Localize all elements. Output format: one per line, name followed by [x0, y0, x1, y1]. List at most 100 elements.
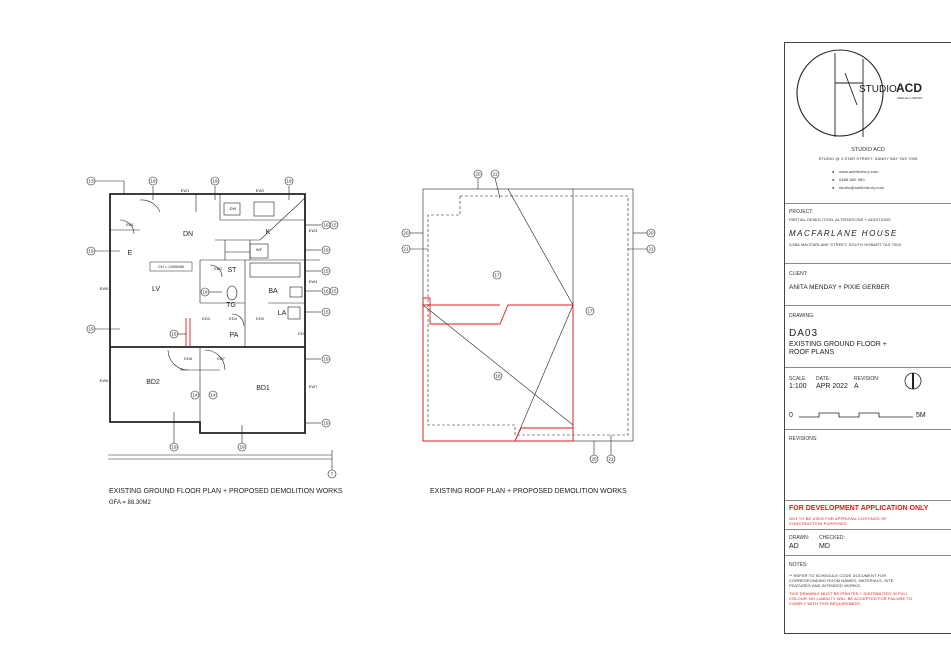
svg-text:ED4: ED4: [229, 316, 238, 321]
date-label: DATE:: [816, 376, 831, 382]
roof-ridge-lines: [422, 188, 574, 442]
drawing-number: DA03: [789, 328, 819, 339]
drawn-label: DRAWN:: [789, 535, 810, 541]
phone-number: 0488 660 960: [839, 177, 865, 182]
svg-text:19: 19: [150, 179, 156, 184]
svg-text:14: 14: [192, 393, 198, 398]
checked-label: CHECKED:: [819, 535, 845, 541]
ground-floor-plan: [108, 193, 333, 470]
svg-text:21: 21: [403, 247, 409, 252]
svg-text:EW6: EW6: [100, 378, 109, 383]
svg-text:19: 19: [171, 445, 177, 450]
laundry-tub: [287, 306, 301, 320]
room-label-e: E: [128, 250, 133, 257]
svg-text:20: 20: [591, 457, 597, 462]
room-label-bd2: BD2: [146, 379, 160, 386]
svg-text:ED7: ED7: [217, 356, 226, 361]
project-label: PROJECT:: [789, 209, 814, 215]
svg-text:EW5: EW5: [100, 286, 109, 291]
svg-text:ED1: ED1: [126, 222, 135, 227]
firm-address: STUDIO @ 3 STAR STREET, SANDY BAY TAS 70…: [818, 156, 918, 161]
demolition-wall: [185, 318, 191, 346]
svg-text:ED6: ED6: [298, 331, 307, 336]
svg-text:19: 19: [323, 248, 329, 253]
svg-text:18: 18: [495, 374, 501, 379]
studio-acd-logo: STUDIO ACD ADELLE C DRURY: [796, 49, 923, 137]
svg-text:19: 19: [323, 421, 329, 426]
scalebar-start: 0: [789, 412, 793, 419]
scale-value: 1:100: [789, 383, 807, 390]
svg-text:DW: DW: [230, 206, 237, 211]
svg-text:19: 19: [88, 327, 94, 332]
svg-text:20: 20: [475, 172, 481, 177]
svg-text:19: 19: [323, 357, 329, 362]
status-note-line-2: CONSTRUCTION PURPOSES.: [789, 521, 848, 526]
stair-flight: [215, 197, 306, 260]
svg-text:21: 21: [608, 457, 614, 462]
code-labels: EW1 EW2 EW3 EW4 EW5 EW6 EW7 ED1 ED2 ED3 …: [100, 188, 318, 389]
exterior-walls: [109, 193, 306, 348]
website-link[interactable]: www.adelledrury.com: [839, 169, 879, 174]
project-name: MACFARLANE HOUSE: [789, 229, 898, 238]
cooktop: [223, 202, 241, 216]
room-label-dn: DN: [183, 231, 193, 238]
project-address: 2/38A MACFARLANE STREET, SOUTH HOBART TA…: [789, 242, 901, 247]
svg-text:17: 17: [494, 273, 500, 278]
toilet: [226, 285, 238, 301]
room-labels: DN K E LV ST BA TG LA PA BD2 BD1 CH = 24…: [128, 229, 287, 392]
svg-text:16: 16: [202, 290, 208, 295]
svg-text:ED2: ED2: [214, 266, 223, 271]
site-boundary: [108, 454, 332, 460]
svg-text:EW7: EW7: [309, 384, 318, 389]
gfa-label: GFA = 88.30M2: [109, 500, 151, 506]
svg-text:STUDIO: STUDIO: [859, 84, 897, 95]
phone-icon: ●: [832, 177, 835, 182]
svg-text:14: 14: [210, 393, 216, 398]
ceiling-height-note: CH = 2400MM: [158, 264, 184, 269]
title-block: STUDIO ACD ADELLE C DRURY STUDIO ACD STU…: [784, 42, 951, 634]
status-note-line-1: NOT TO BE USED FOR APPROVAL COSTINGS OF: [789, 516, 887, 521]
firm-name: STUDIO ACD: [851, 147, 885, 153]
svg-text:21: 21: [492, 172, 498, 177]
scale-bar: [799, 412, 913, 418]
room-label-bd1: BD1: [256, 385, 270, 392]
svg-text:15: 15: [323, 310, 329, 315]
note-1-line-1: ** REFER TO SCHEDULE CODE DOCUMENT FOR: [789, 573, 887, 578]
bedroom-wing-walls: [109, 347, 306, 434]
roof-plan-tags: 20 21 20 21 20 21 17 17 18 20 21: [401, 169, 656, 464]
fridge: [249, 243, 269, 259]
room-label-pa: PA: [230, 332, 239, 339]
svg-text:15: 15: [331, 223, 337, 228]
scale-label: SCALE:: [789, 376, 807, 382]
vanity: [289, 286, 303, 298]
revision-label: REVISION:: [854, 376, 880, 382]
svg-text:ADELLE C DRURY: ADELLE C DRURY: [897, 96, 923, 100]
svg-text:EW1: EW1: [181, 188, 190, 193]
svg-text:16: 16: [323, 289, 329, 294]
bathtub: [249, 262, 301, 278]
svg-text:19: 19: [212, 179, 218, 184]
note-2-line-2: COLOUR. NO LIABILITY WILL BE ACCEPTED FO…: [789, 596, 913, 601]
svg-text:16: 16: [171, 332, 177, 337]
drawing-title-line-2: ROOF PLANS: [789, 349, 835, 356]
svg-text:EW4: EW4: [309, 279, 318, 284]
room-label-lv: LV: [152, 286, 160, 293]
svg-text:WF: WF: [256, 247, 263, 252]
svg-text:ED3: ED3: [202, 316, 211, 321]
kitchen-sink: [253, 201, 275, 217]
mail-icon: ●: [832, 185, 835, 190]
notes-label: NOTES:: [789, 562, 808, 568]
checked-value: MD: [819, 543, 830, 550]
svg-text:16: 16: [323, 223, 329, 228]
roof-plan-caption: EXISTING ROOF PLAN + PROPOSED DEMOLITION…: [430, 488, 627, 495]
svg-text:ACD: ACD: [896, 81, 922, 95]
svg-text:EW3: EW3: [309, 228, 318, 233]
svg-text:EW2: EW2: [256, 188, 265, 193]
drawing-label: DRAWING:: [789, 313, 815, 319]
room-label-tg: TG: [226, 302, 236, 309]
room-label-st: ST: [228, 267, 238, 274]
email-link[interactable]: studio@adelledrury.com: [839, 185, 885, 190]
svg-text:19: 19: [88, 249, 94, 254]
scalebar-end: 5M: [916, 412, 926, 419]
